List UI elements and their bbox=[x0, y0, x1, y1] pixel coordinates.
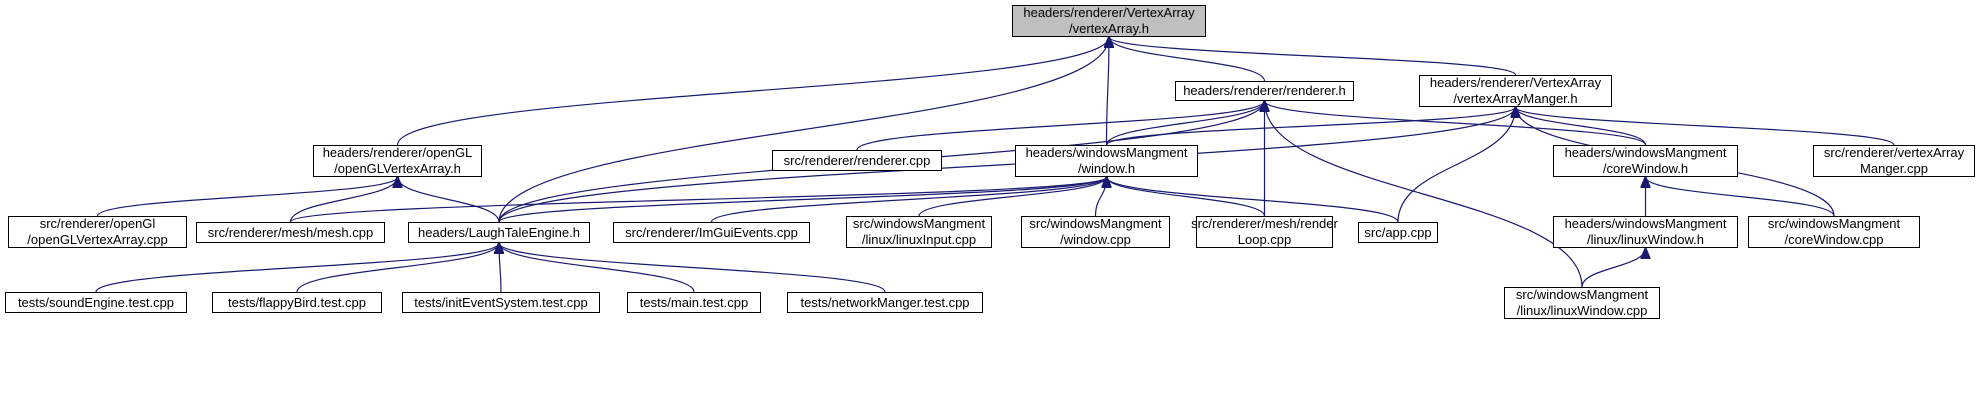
node-label-line: headers/renderer/openGL bbox=[322, 145, 473, 160]
node-initEventSystem-test[interactable]: tests/initEventSystem.test.cpp bbox=[402, 292, 600, 313]
node-linuxWindow-h[interactable]: headers/windowsMangment/linux/linuxWindo… bbox=[1553, 216, 1738, 248]
node-coreWindow-cpp[interactable]: src/windowsMangment/coreWindow.cpp bbox=[1748, 216, 1920, 248]
edge-initEventSystem-test-to-LaughTaleEngine-h bbox=[499, 243, 501, 293]
edge-openGLVertexArray-h-to-vertexArray-h bbox=[396, 37, 1110, 146]
node-linuxWindow-cpp[interactable]: src/windowsMangment/linux/linuxWindow.cp… bbox=[1504, 287, 1660, 319]
node-label-line: headers/renderer/VertexArray bbox=[1429, 75, 1602, 90]
edge-linuxWindow-cpp-to-linuxWindow-h bbox=[1581, 248, 1646, 288]
node-LaughTaleEngine-h[interactable]: headers/LaughTaleEngine.h bbox=[408, 222, 590, 243]
node-label-line: src/windowsMangment bbox=[1767, 216, 1901, 231]
edge-renderer-h-to-vertexArray-h bbox=[1109, 37, 1266, 82]
node-label-line: headers/windowsMangment bbox=[1025, 145, 1188, 160]
node-coreWindow-h[interactable]: headers/windowsMangment/coreWindow.h bbox=[1553, 145, 1738, 177]
edge-networkManger-test-to-LaughTaleEngine-h bbox=[499, 243, 886, 293]
node-label-line: /window.h bbox=[1077, 161, 1136, 176]
edge-mesh-cpp-to-window-h bbox=[289, 177, 1107, 223]
node-label-line: /coreWindow.cpp bbox=[1784, 232, 1884, 247]
node-label-line: /openGLVertexArray.h bbox=[334, 161, 461, 176]
node-label-line: src/windowsMangment bbox=[852, 216, 986, 231]
node-label-line: /window.cpp bbox=[1060, 232, 1131, 247]
node-main-test[interactable]: tests/main.test.cpp bbox=[627, 292, 761, 313]
node-vertexArrayManger-h[interactable]: headers/renderer/VertexArray/vertexArray… bbox=[1419, 75, 1612, 107]
edge-ImGuiEvents-cpp-to-window-h bbox=[710, 177, 1107, 223]
edge-LaughTaleEngine-h-to-vertexArrayManger-h bbox=[498, 107, 1516, 223]
edge-main-test-to-LaughTaleEngine-h bbox=[499, 243, 695, 293]
node-label-line: src/renderer/renderer.cpp bbox=[783, 152, 931, 168]
node-label-line: Loop.cpp bbox=[1237, 232, 1292, 247]
edge-renderer-cpp-to-renderer-h bbox=[856, 101, 1265, 151]
node-label-line: headers/windowsMangment bbox=[1564, 216, 1727, 231]
node-label-line: src/renderer/mesh/mesh.cpp bbox=[207, 224, 374, 240]
node-renderer-h[interactable]: headers/renderer/renderer.h bbox=[1175, 81, 1354, 101]
node-label-line: /linux/linuxInput.cpp bbox=[861, 232, 977, 247]
node-label-line: src/windowsMangment bbox=[1029, 216, 1162, 231]
node-label-line: /linux/linuxWindow.h bbox=[1586, 232, 1705, 247]
edge-flappyBird-test-to-LaughTaleEngine-h bbox=[296, 243, 499, 293]
node-label-line: headers/windowsMangment bbox=[1564, 145, 1727, 160]
node-label-line: /vertexArrayManger.h bbox=[1453, 91, 1578, 106]
node-label-line: tests/soundEngine.test.cpp bbox=[17, 294, 175, 310]
node-label-line: src/renderer/mesh/render bbox=[1191, 216, 1338, 231]
node-label-line: src/renderer/openGl bbox=[39, 216, 156, 231]
node-window-cpp[interactable]: src/windowsMangment/window.cpp bbox=[1021, 216, 1170, 248]
node-label-line: src/renderer/vertexArray bbox=[1823, 145, 1965, 160]
node-label-line: headers/renderer/VertexArray bbox=[1023, 5, 1195, 20]
edge-vertexArrayManger-cpp-to-vertexArrayManger-h bbox=[1516, 107, 1895, 146]
node-label-line: /coreWindow.h bbox=[1602, 161, 1689, 176]
edge-LaughTaleEngine-h-to-window-h bbox=[498, 177, 1107, 223]
node-label-line: headers/LaughTaleEngine.h bbox=[418, 224, 580, 240]
node-linuxInput-cpp[interactable]: src/windowsMangment/linux/linuxInput.cpp bbox=[846, 216, 992, 248]
edge-window-h-to-vertexArray-h bbox=[1107, 37, 1110, 146]
node-ImGuiEvents-cpp[interactable]: src/renderer/ImGuiEvents.cpp bbox=[613, 222, 810, 243]
node-label-line: src/renderer/ImGuiEvents.cpp bbox=[625, 224, 798, 240]
node-label-line: tests/main.test.cpp bbox=[639, 294, 749, 310]
node-label-line: headers/renderer/renderer.h bbox=[1183, 83, 1346, 98]
node-openGLVertexArray-h[interactable]: headers/renderer/openGL/openGLVertexArra… bbox=[313, 145, 482, 177]
edge-soundEngine-test-to-LaughTaleEngine-h bbox=[95, 243, 499, 293]
node-app-cpp[interactable]: src/app.cpp bbox=[1358, 222, 1438, 243]
edge-coreWindow-h-to-vertexArrayManger-h bbox=[1516, 107, 1647, 146]
node-renderer-cpp[interactable]: src/renderer/renderer.cpp bbox=[772, 150, 942, 171]
edge-app-cpp-to-window-h bbox=[1107, 177, 1399, 223]
node-label-line: /openGLVertexArray.cpp bbox=[27, 232, 168, 247]
edge-app-cpp-to-vertexArrayManger-h bbox=[1397, 107, 1516, 223]
edge-vertexArrayManger-h-to-vertexArray-h bbox=[1109, 37, 1517, 76]
edge-openGLVertexArray-cpp-to-openGLVertexArray-h bbox=[96, 177, 398, 217]
edge-LaughTaleEngine-h-to-vertexArray-h bbox=[498, 37, 1109, 223]
node-vertexArray-h[interactable]: headers/renderer/VertexArray/vertexArray… bbox=[1012, 5, 1206, 37]
node-label-line: /vertexArray.h bbox=[1069, 21, 1149, 36]
node-openGLVertexArray-cpp[interactable]: src/renderer/openGl/openGLVertexArray.cp… bbox=[8, 216, 187, 248]
node-flappyBird-test[interactable]: tests/flappyBird.test.cpp bbox=[212, 292, 382, 313]
node-label-line: tests/networkManger.test.cpp bbox=[800, 294, 970, 310]
edge-linuxInput-cpp-to-window-h bbox=[918, 177, 1107, 217]
edge-linuxWindow-cpp-to-renderer-h bbox=[1265, 101, 1583, 288]
node-networkManger-test[interactable]: tests/networkManger.test.cpp bbox=[787, 292, 983, 313]
node-label-line: Manger.cpp bbox=[1860, 161, 1928, 176]
edge-window-h-to-vertexArrayManger-h bbox=[1105, 107, 1516, 146]
node-label-line: src/windowsMangment bbox=[1515, 287, 1649, 302]
edge-renderLoop-cpp-to-window-h bbox=[1107, 177, 1266, 217]
edge-LaughTaleEngine-h-to-openGLVertexArray-h bbox=[398, 177, 500, 223]
node-soundEngine-test[interactable]: tests/soundEngine.test.cpp bbox=[5, 292, 187, 313]
node-label-line: src/app.cpp bbox=[1364, 224, 1432, 240]
node-label-line: tests/flappyBird.test.cpp bbox=[227, 294, 366, 310]
edge-coreWindow-h-to-renderer-h bbox=[1265, 101, 1647, 146]
node-label-line: tests/initEventSystem.test.cpp bbox=[414, 294, 588, 310]
node-mesh-cpp[interactable]: src/renderer/mesh/mesh.cpp bbox=[196, 222, 385, 243]
edge-coreWindow-cpp-to-coreWindow-h bbox=[1646, 177, 1835, 217]
edge-window-h-to-renderer-h bbox=[1105, 101, 1265, 146]
node-window-h[interactable]: headers/windowsMangment/window.h bbox=[1015, 145, 1198, 177]
node-label-line: /linux/linuxWindow.cpp bbox=[1516, 303, 1648, 318]
